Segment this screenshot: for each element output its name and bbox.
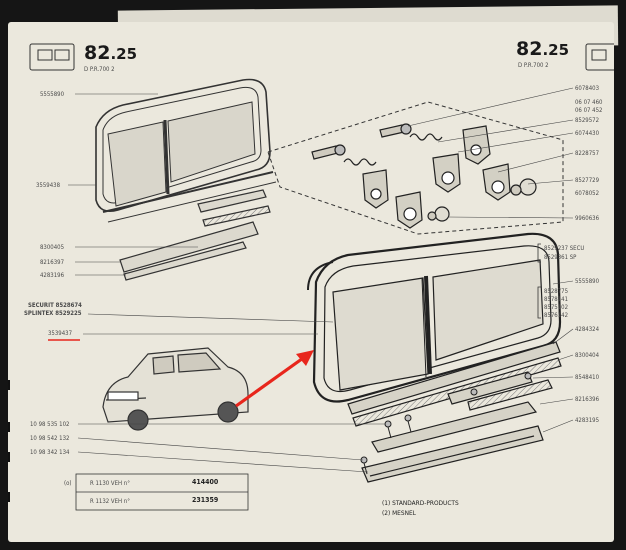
page-ref-right: D P.R.700 2 [518, 62, 549, 69]
part-label: 4284324 [575, 326, 600, 333]
part-label: 6078403 [575, 85, 600, 92]
screws [360, 372, 532, 475]
page-number-suffix: .25 [542, 41, 570, 59]
part-label: 10 98 542 132 [30, 435, 70, 442]
lower-window-assembly [307, 232, 562, 403]
header-car-icon-left [29, 43, 75, 71]
part-label: 3559438 [36, 182, 61, 189]
page-ref-left: D P.R.700 2 [84, 66, 115, 73]
securit-label: SECURIT 8528674 [28, 302, 82, 309]
page-number-main: 82 [84, 42, 111, 64]
part-label-highlighted: 3539437 [48, 330, 73, 337]
model-row-1-model: R 1130 VEH n° [90, 480, 130, 487]
page-number-right: 82.25 [516, 38, 569, 60]
lock-detail-box [267, 101, 564, 235]
lock-mechanisms [311, 123, 537, 229]
splintex-label: SPLINTEX 8529225 [24, 310, 82, 317]
model-table-box [75, 473, 249, 511]
part-label: 4283196 [40, 272, 65, 279]
catalog-page: 82.25 D P.R.700 2 82.25 D P.R.700 2 5555… [8, 22, 614, 542]
car-illustration [102, 347, 249, 431]
leader-lines [68, 87, 574, 473]
part-label: 8300405 [40, 244, 65, 251]
part-label: 8527729 [575, 177, 600, 184]
part-label: 8576142 [544, 312, 569, 319]
upper-window-assembly [95, 78, 277, 223]
part-label: 8216397 [40, 259, 65, 266]
model-row-2-model: R 1132 VEH n° [90, 498, 130, 505]
part-label: 10 98 535 102 [30, 421, 70, 428]
exploded-diagram [8, 43, 614, 511]
part-label: 8529572 [575, 117, 600, 124]
model-table-prefix: (o) [64, 480, 72, 487]
part-label: 8216396 [575, 396, 600, 403]
part-label: 4283195 [575, 417, 600, 424]
part-label: 6074430 [575, 130, 600, 137]
part-label: 8548410 [575, 374, 600, 381]
part-label: 9960636 [575, 215, 600, 222]
model-row-1-number: 414400 [192, 478, 219, 486]
part-label: 8578141 [544, 296, 569, 303]
part-label: 8575102 [544, 304, 569, 311]
part-label: 8529361 SP [544, 254, 577, 261]
page-number-main: 82 [516, 38, 543, 60]
footnote-standard-products: (1) STANDARD-PRODUCTS [382, 499, 459, 507]
model-row-2-number: 231359 [192, 496, 219, 504]
part-label: 8528775 [544, 288, 569, 295]
part-label: 5555890 [575, 278, 600, 285]
part-label: 8300404 [575, 352, 600, 359]
part-label: 10 98 342 134 [30, 449, 70, 456]
part-label: 06 07 460 [575, 99, 603, 106]
footnote-mesnel: (2) MESNEL [382, 509, 416, 517]
binding-holes [8, 380, 10, 502]
part-label: 6078052 [575, 190, 600, 197]
page-number-suffix: .25 [110, 45, 138, 63]
part-label: 8228757 [575, 150, 600, 157]
part-label: 06 07 452 [575, 107, 603, 114]
right-brackets [537, 243, 541, 319]
page-number-left: 82.25 [84, 42, 137, 64]
part-label: 8529237 SECU [544, 245, 585, 252]
part-label: 5555890 [40, 91, 65, 98]
lower-rails [347, 341, 562, 483]
header-car-icon-right [585, 43, 614, 71]
red-annotation [48, 339, 314, 408]
